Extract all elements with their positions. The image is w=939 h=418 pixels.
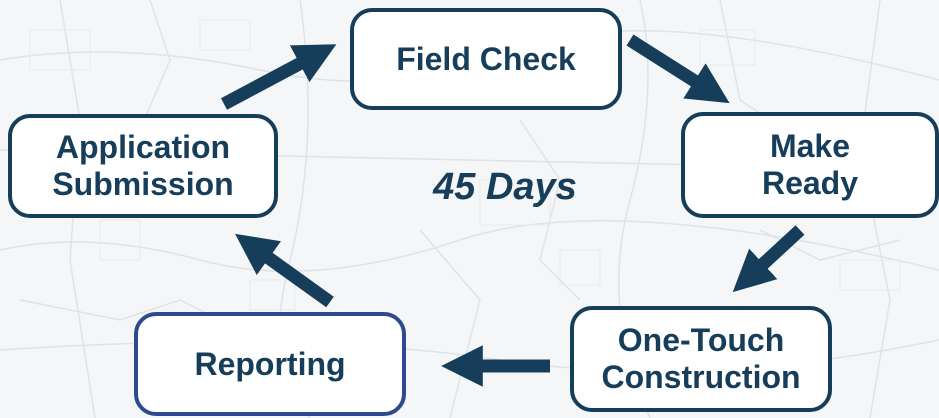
node-label-line: Make — [769, 128, 851, 165]
node-label: Field Check — [396, 41, 576, 78]
cycle-duration-label: 45 Days — [433, 166, 577, 208]
node-label-line: Field Check — [396, 40, 576, 77]
arrow-make-ready-to-one-touch — [732, 225, 805, 293]
node-label: Reporting — [194, 346, 345, 383]
node-label: One-Touch Construction — [601, 322, 800, 396]
node-label-line: Application — [55, 129, 231, 166]
arrow-reporting-to-application — [235, 233, 334, 308]
node-reporting: Reporting — [134, 312, 406, 416]
node-label-line: Ready — [761, 165, 859, 201]
node-label: Make Ready — [762, 128, 858, 202]
node-label-line: Reporting — [194, 345, 346, 382]
arrow-field-check-to-make-ready — [626, 34, 730, 104]
node-label-line: Construction — [601, 359, 801, 395]
node-label: Application Submission — [52, 129, 233, 203]
node-make-ready: Make Ready — [681, 112, 939, 218]
node-one-touch-construction: One-Touch Construction — [570, 306, 832, 412]
node-field-check: Field Check — [350, 8, 622, 110]
node-label-line: One-Touch — [617, 322, 785, 359]
node-application-submission: Application Submission — [8, 114, 278, 218]
node-label-line: Submission — [52, 166, 234, 202]
arrow-application-to-field-check — [220, 44, 337, 110]
